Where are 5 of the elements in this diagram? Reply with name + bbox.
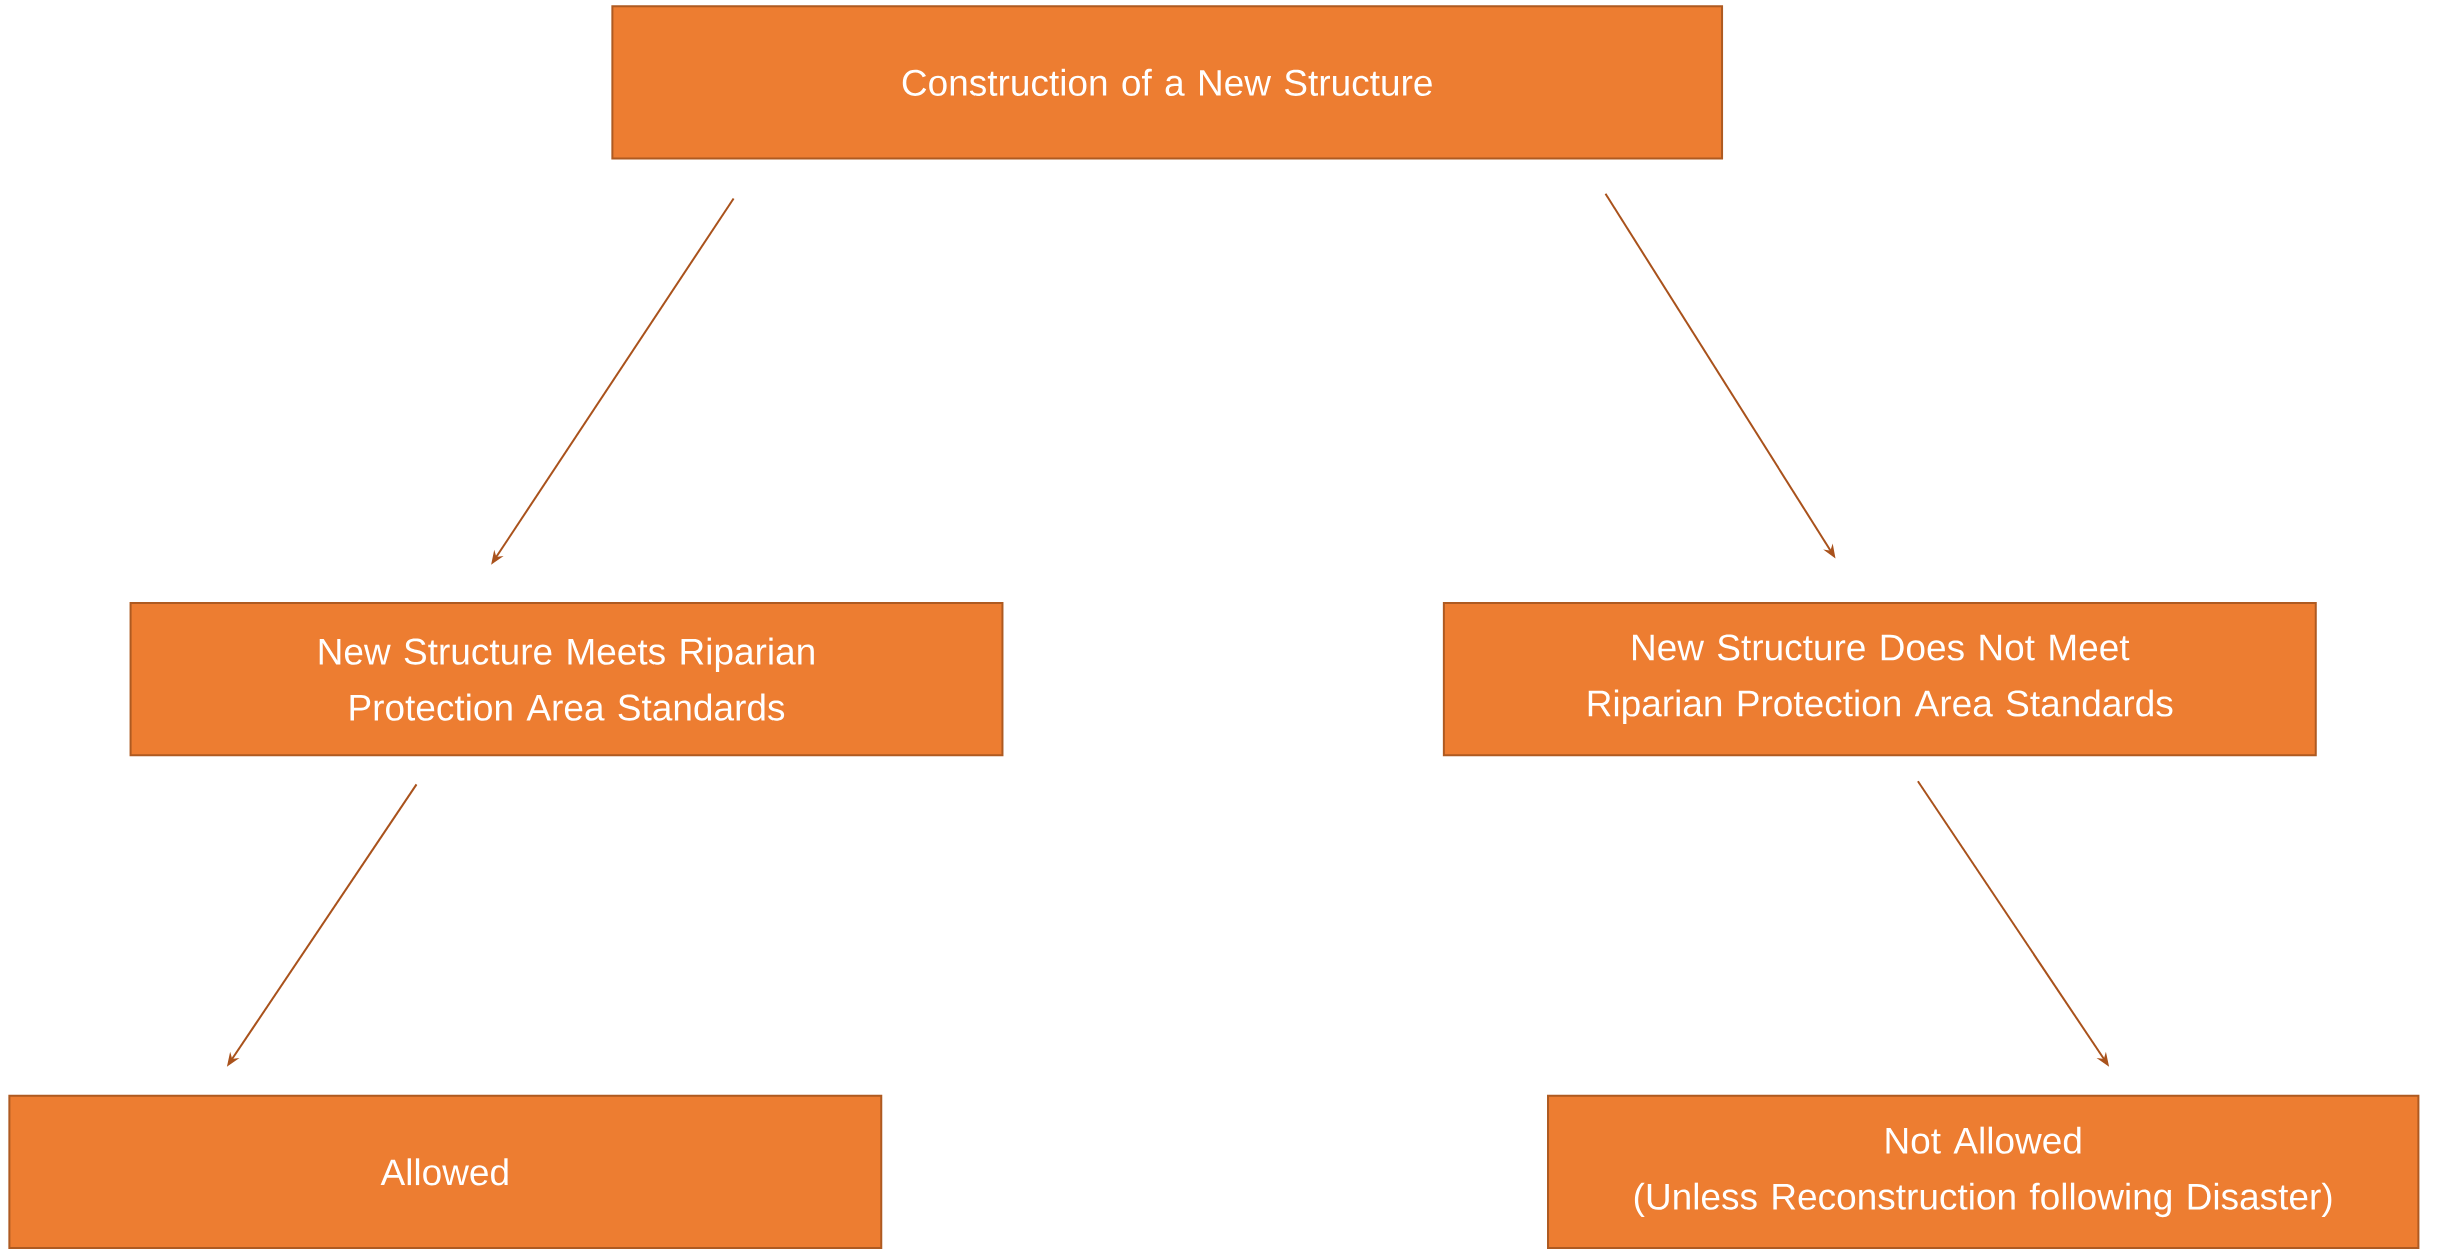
process-box: Not Allowed (Unless Reconstruction following Disaster)	[1547, 1094, 2420, 1250]
process-box: New Structure Does Not Meet Riparian Protection Area Standards	[1442, 602, 2317, 757]
process-box: New Structure Meets Riparian Protection Area Standards	[129, 602, 1004, 757]
process-box: Construction of a New Structure	[611, 5, 1724, 160]
process-box: Allowed	[8, 1094, 883, 1250]
